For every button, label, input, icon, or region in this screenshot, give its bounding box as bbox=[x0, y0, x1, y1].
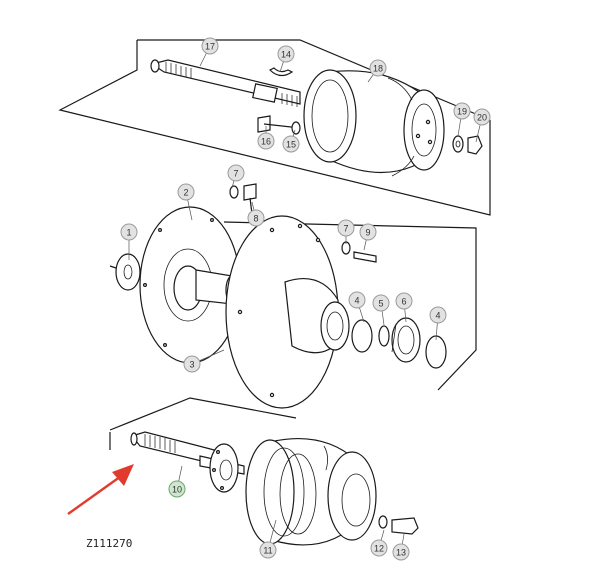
callout-circle bbox=[337, 219, 355, 237]
callout-c5: 5 bbox=[372, 294, 390, 326]
callout-c7b: 7 bbox=[337, 219, 355, 244]
callout-label: 20 bbox=[477, 113, 487, 123]
callout-label: 10 bbox=[172, 485, 182, 495]
callout-c10: 10 bbox=[168, 465, 186, 498]
bearing-6 bbox=[391, 317, 421, 363]
callout-c1: 1 bbox=[120, 223, 138, 260]
callout-c12: 12 bbox=[370, 529, 388, 557]
callout-c9: 9 bbox=[359, 223, 377, 251]
callout-label: 11 bbox=[263, 546, 272, 556]
callout-circle bbox=[168, 480, 186, 498]
callout-label: 1 bbox=[126, 228, 131, 238]
callout-c8: 8 bbox=[247, 201, 265, 227]
callout-circle bbox=[282, 135, 300, 153]
callout-c15: 15 bbox=[282, 129, 300, 153]
callout-circle bbox=[392, 543, 410, 561]
bolt-8 bbox=[243, 183, 257, 201]
callout-label: 17 bbox=[205, 42, 215, 52]
friction-disc-2 bbox=[139, 206, 241, 364]
callout-circle bbox=[395, 292, 413, 310]
flange bbox=[209, 443, 239, 493]
callout-circle bbox=[429, 306, 447, 324]
callout-circle bbox=[348, 291, 366, 309]
callout-c2: 2 bbox=[177, 183, 195, 221]
reference-code: Z111270 bbox=[86, 537, 132, 550]
callout-circle bbox=[369, 59, 387, 77]
callout-c11: 11 bbox=[259, 519, 277, 559]
callout-c13: 13 bbox=[392, 533, 410, 561]
callout-label: 2 bbox=[183, 188, 188, 198]
callout-c4b: 4 bbox=[429, 306, 447, 341]
callout-circle bbox=[183, 355, 201, 373]
washer-19 bbox=[452, 135, 464, 153]
pulley-11 bbox=[245, 437, 377, 546]
washer-1 bbox=[109, 253, 141, 291]
callout-circle bbox=[370, 539, 388, 557]
callout-label: 15 bbox=[286, 140, 296, 150]
callout-circle bbox=[359, 223, 377, 241]
bottom-panel bbox=[109, 397, 419, 546]
callout-label: 7 bbox=[233, 169, 238, 179]
callout-label: 3 bbox=[189, 360, 194, 370]
callout-c6: 6 bbox=[395, 292, 413, 323]
washer-15 bbox=[291, 121, 301, 135]
callout-circle bbox=[247, 209, 265, 227]
callout-label: 8 bbox=[253, 214, 258, 224]
callout-label: 4 bbox=[354, 296, 359, 306]
callout-c19: 19 bbox=[453, 102, 471, 137]
drum-18 bbox=[303, 69, 445, 177]
snap-ring-4-right bbox=[425, 335, 447, 369]
callout-c3: 3 bbox=[183, 349, 225, 373]
ring-5 bbox=[378, 325, 390, 347]
callout-label: 9 bbox=[365, 228, 370, 238]
callout-label: 18 bbox=[373, 64, 383, 74]
callout-label: 4 bbox=[435, 311, 440, 321]
splined-shaft-17 bbox=[150, 59, 301, 107]
callout-circle bbox=[372, 294, 390, 312]
callout-circle bbox=[259, 541, 277, 559]
callout-circle bbox=[227, 164, 245, 182]
woodruff-key-14 bbox=[268, 67, 294, 77]
snap-ring-4-left bbox=[351, 319, 373, 353]
callout-c14: 14 bbox=[277, 45, 295, 73]
callout-label: 7 bbox=[343, 224, 348, 234]
red-arrow bbox=[67, 464, 134, 515]
top-panel bbox=[58, 39, 491, 216]
callout-circle bbox=[277, 45, 295, 63]
callout-circle bbox=[177, 183, 195, 201]
nut-20 bbox=[467, 135, 483, 155]
callout-circle bbox=[201, 37, 219, 55]
washer-7-upper bbox=[229, 185, 239, 199]
callout-label: 13 bbox=[396, 548, 406, 558]
bolt-13 bbox=[391, 517, 419, 535]
callout-c4a: 4 bbox=[348, 291, 366, 323]
callout-circle bbox=[473, 108, 491, 126]
middle-panel bbox=[109, 183, 477, 409]
callout-c17: 17 bbox=[199, 37, 219, 67]
pulley-half-3 bbox=[225, 215, 350, 409]
washer-12 bbox=[378, 515, 388, 529]
callout-circle bbox=[120, 223, 138, 241]
callout-label: 16 bbox=[261, 137, 271, 147]
callout-c18: 18 bbox=[367, 59, 387, 83]
callout-circle bbox=[453, 102, 471, 120]
callout-c7a: 7 bbox=[227, 164, 245, 189]
callout-label: 19 bbox=[457, 107, 467, 117]
callout-c20: 20 bbox=[473, 108, 491, 143]
callout-label: 6 bbox=[401, 297, 406, 307]
callout-label: 14 bbox=[281, 50, 291, 60]
callout-c16: 16 bbox=[257, 126, 275, 150]
callout-circle bbox=[257, 132, 275, 150]
bolt-9 bbox=[353, 251, 377, 263]
callout-label: 12 bbox=[374, 544, 384, 554]
callout-label: 5 bbox=[378, 299, 383, 309]
